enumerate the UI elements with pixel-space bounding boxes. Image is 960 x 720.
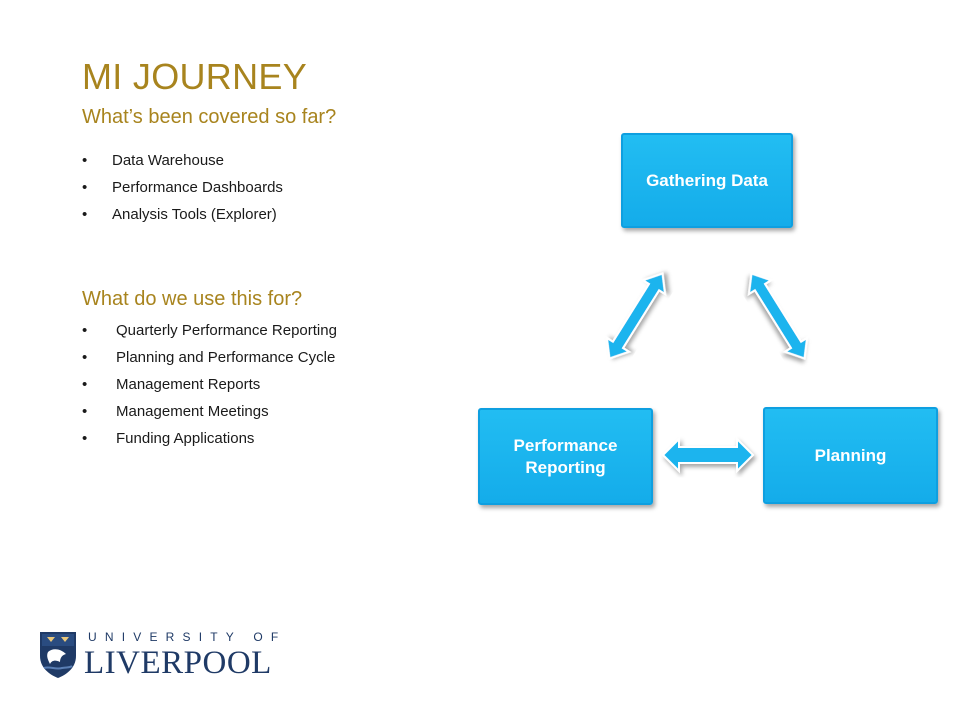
node-performance-reporting: Performance Reporting: [478, 408, 653, 505]
uses-heading: What do we use this for?: [82, 288, 303, 310]
node-label: Performance Reporting: [513, 435, 618, 477]
list-item: Quarterly Performance Reporting: [82, 317, 337, 344]
node-planning: Planning: [763, 407, 938, 504]
list-item: Performance Dashboards: [82, 174, 283, 201]
double-arrow-left: [605, 272, 667, 360]
page-title: MI JOURNEY: [82, 56, 308, 97]
list-item: Analysis Tools (Explorer): [82, 201, 283, 228]
logo-line-1: UNIVERSITY OF: [88, 630, 287, 644]
list-item: Planning and Performance Cycle: [82, 344, 337, 371]
list-item: Management Meetings: [82, 398, 337, 425]
node-label: Planning: [814, 445, 887, 465]
logo-line-2: LIVERPOOL: [84, 645, 272, 681]
list-item: Data Warehouse: [82, 147, 283, 174]
university-crest-icon: [40, 632, 76, 678]
node-gathering-data: Gathering Data: [621, 133, 793, 228]
double-arrow-bottom: [661, 436, 755, 474]
double-arrow-right: [747, 272, 809, 360]
uses-list: Quarterly Performance Reporting Planning…: [82, 317, 337, 452]
list-item: Funding Applications: [82, 425, 337, 452]
covered-list: Data Warehouse Performance Dashboards An…: [82, 147, 283, 228]
page-subtitle: What’s been covered so far?: [82, 106, 337, 128]
node-label: Gathering Data: [646, 170, 768, 190]
list-item: Management Reports: [82, 371, 337, 398]
